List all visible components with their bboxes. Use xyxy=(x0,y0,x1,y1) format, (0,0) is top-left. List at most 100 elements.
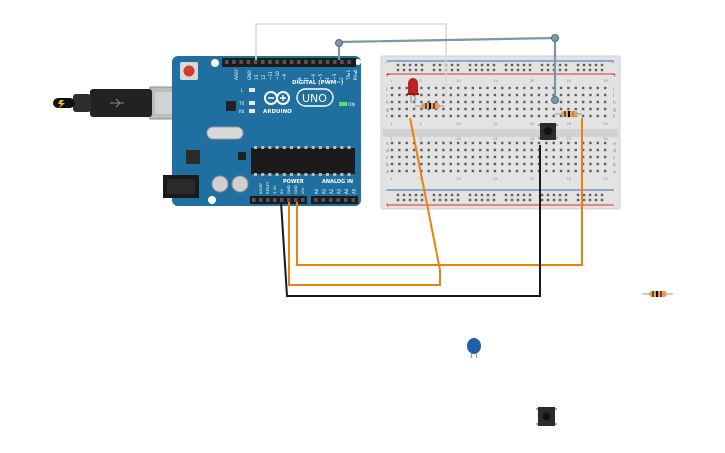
breadboard-hole[interactable] xyxy=(449,86,452,90)
pushbutton[interactable] xyxy=(538,123,558,140)
rail-hole[interactable] xyxy=(600,63,604,67)
breadboard-hole[interactable] xyxy=(464,93,467,97)
rail-hole[interactable] xyxy=(408,198,412,202)
breadboard-hole[interactable] xyxy=(442,169,445,173)
rail-hole[interactable] xyxy=(450,193,454,197)
breadboard-hole[interactable] xyxy=(523,100,526,104)
header-pin[interactable] xyxy=(287,198,291,202)
breadboard-hole[interactable] xyxy=(559,114,563,118)
breadboard-hole[interactable] xyxy=(449,169,452,173)
breadboard-hole[interactable] xyxy=(567,100,570,104)
breadboard-hole[interactable] xyxy=(493,86,497,90)
rail-hole[interactable] xyxy=(540,68,544,72)
breadboard-hole[interactable] xyxy=(420,93,423,97)
breadboard-hole[interactable] xyxy=(449,93,452,97)
rail-hole[interactable] xyxy=(516,198,520,202)
breadboard-hole[interactable] xyxy=(581,162,585,166)
breadboard-hole[interactable] xyxy=(464,86,467,90)
breadboard-hole[interactable] xyxy=(581,100,585,104)
breadboard-hole[interactable] xyxy=(479,86,482,90)
rail-hole[interactable] xyxy=(456,68,460,72)
bottom-power-rail[interactable] xyxy=(396,193,604,202)
header-pin[interactable] xyxy=(232,60,236,64)
barrel-jack[interactable] xyxy=(163,175,199,198)
rail-hole[interactable] xyxy=(396,68,400,72)
breadboard-hole[interactable] xyxy=(420,107,423,111)
rail-hole[interactable] xyxy=(558,193,562,197)
rail-hole[interactable] xyxy=(546,68,550,72)
breadboard-hole[interactable] xyxy=(545,162,548,166)
breadboard-hole[interactable] xyxy=(449,100,452,104)
breadboard-hole[interactable] xyxy=(398,155,401,159)
breadboard-hole[interactable] xyxy=(486,141,489,145)
header-pin[interactable] xyxy=(294,198,298,202)
breadboard-hole[interactable] xyxy=(515,86,519,90)
breadboard-hole[interactable] xyxy=(471,155,475,159)
breadboard-hole[interactable] xyxy=(530,100,533,104)
rail-hole[interactable] xyxy=(594,68,598,72)
breadboard-hole[interactable] xyxy=(449,107,452,111)
breadboard-hole[interactable] xyxy=(501,162,504,166)
breadboard-hole[interactable] xyxy=(398,169,401,173)
rail-hole[interactable] xyxy=(540,63,544,67)
breadboard-hole[interactable] xyxy=(434,100,438,104)
rail-hole[interactable] xyxy=(408,193,412,197)
breadboard-hole[interactable] xyxy=(589,148,592,152)
breadboard-hole[interactable] xyxy=(559,100,563,104)
breadboard-hole[interactable] xyxy=(442,155,445,159)
rail-hole[interactable] xyxy=(504,63,508,67)
breadboard-hole[interactable] xyxy=(486,169,489,173)
breadboard-hole[interactable] xyxy=(508,107,511,111)
header-pin[interactable] xyxy=(259,198,263,202)
breadboard-hole[interactable] xyxy=(412,169,416,173)
power-header[interactable] xyxy=(250,196,307,204)
header-pin[interactable] xyxy=(351,198,356,202)
breadboard-hole[interactable] xyxy=(456,162,460,166)
breadboard-hole[interactable] xyxy=(434,86,438,90)
rail-hole[interactable] xyxy=(432,193,436,197)
rail-hole[interactable] xyxy=(480,68,484,72)
rail-hole[interactable] xyxy=(522,68,526,72)
breadboard-hole[interactable] xyxy=(515,155,519,159)
breadboard-hole[interactable] xyxy=(559,155,563,159)
header-pin[interactable] xyxy=(325,60,330,64)
header-pin[interactable] xyxy=(336,198,341,202)
rail-hole[interactable] xyxy=(438,68,442,72)
rail-hole[interactable] xyxy=(492,68,496,72)
breadboard-hole[interactable] xyxy=(589,86,592,90)
breadboard-hole[interactable] xyxy=(405,141,408,145)
breadboard-hole[interactable] xyxy=(567,169,570,173)
breadboard-hole[interactable] xyxy=(449,155,452,159)
breadboard-hole[interactable] xyxy=(581,141,585,145)
breadboard-hole[interactable] xyxy=(442,107,445,111)
breadboard-hole[interactable] xyxy=(552,155,555,159)
rail-hole[interactable] xyxy=(510,193,514,197)
rail-hole[interactable] xyxy=(492,193,496,197)
breadboard-hole[interactable] xyxy=(442,114,445,118)
rail-hole[interactable] xyxy=(414,63,418,67)
breadboard-hole[interactable] xyxy=(603,148,607,152)
breadboard-hole[interactable] xyxy=(471,141,475,145)
breadboard-hole[interactable] xyxy=(398,100,401,104)
breadboard-hole[interactable] xyxy=(449,148,452,152)
breadboard-hole[interactable] xyxy=(545,93,548,97)
breadboard-hole[interactable] xyxy=(390,86,394,90)
breadboard-hole[interactable] xyxy=(537,114,541,118)
rail-hole[interactable] xyxy=(474,193,478,197)
rail-hole[interactable] xyxy=(402,68,406,72)
rail-hole[interactable] xyxy=(474,198,478,202)
breadboard-hole[interactable] xyxy=(523,93,526,97)
breadboard-hole[interactable] xyxy=(530,162,533,166)
rail-hole[interactable] xyxy=(510,68,514,72)
header-pin[interactable] xyxy=(340,60,344,64)
breadboard-hole[interactable] xyxy=(559,93,563,97)
breadboard-hole[interactable] xyxy=(559,107,563,111)
rail-hole[interactable] xyxy=(594,63,598,67)
rail-hole[interactable] xyxy=(402,63,406,67)
breadboard-hole[interactable] xyxy=(486,148,489,152)
rail-hole[interactable] xyxy=(432,63,436,67)
rail-hole[interactable] xyxy=(576,198,580,202)
breadboard-hole[interactable] xyxy=(442,93,445,97)
breadboard-hole[interactable] xyxy=(537,100,541,104)
breadboard-hole[interactable] xyxy=(412,148,416,152)
